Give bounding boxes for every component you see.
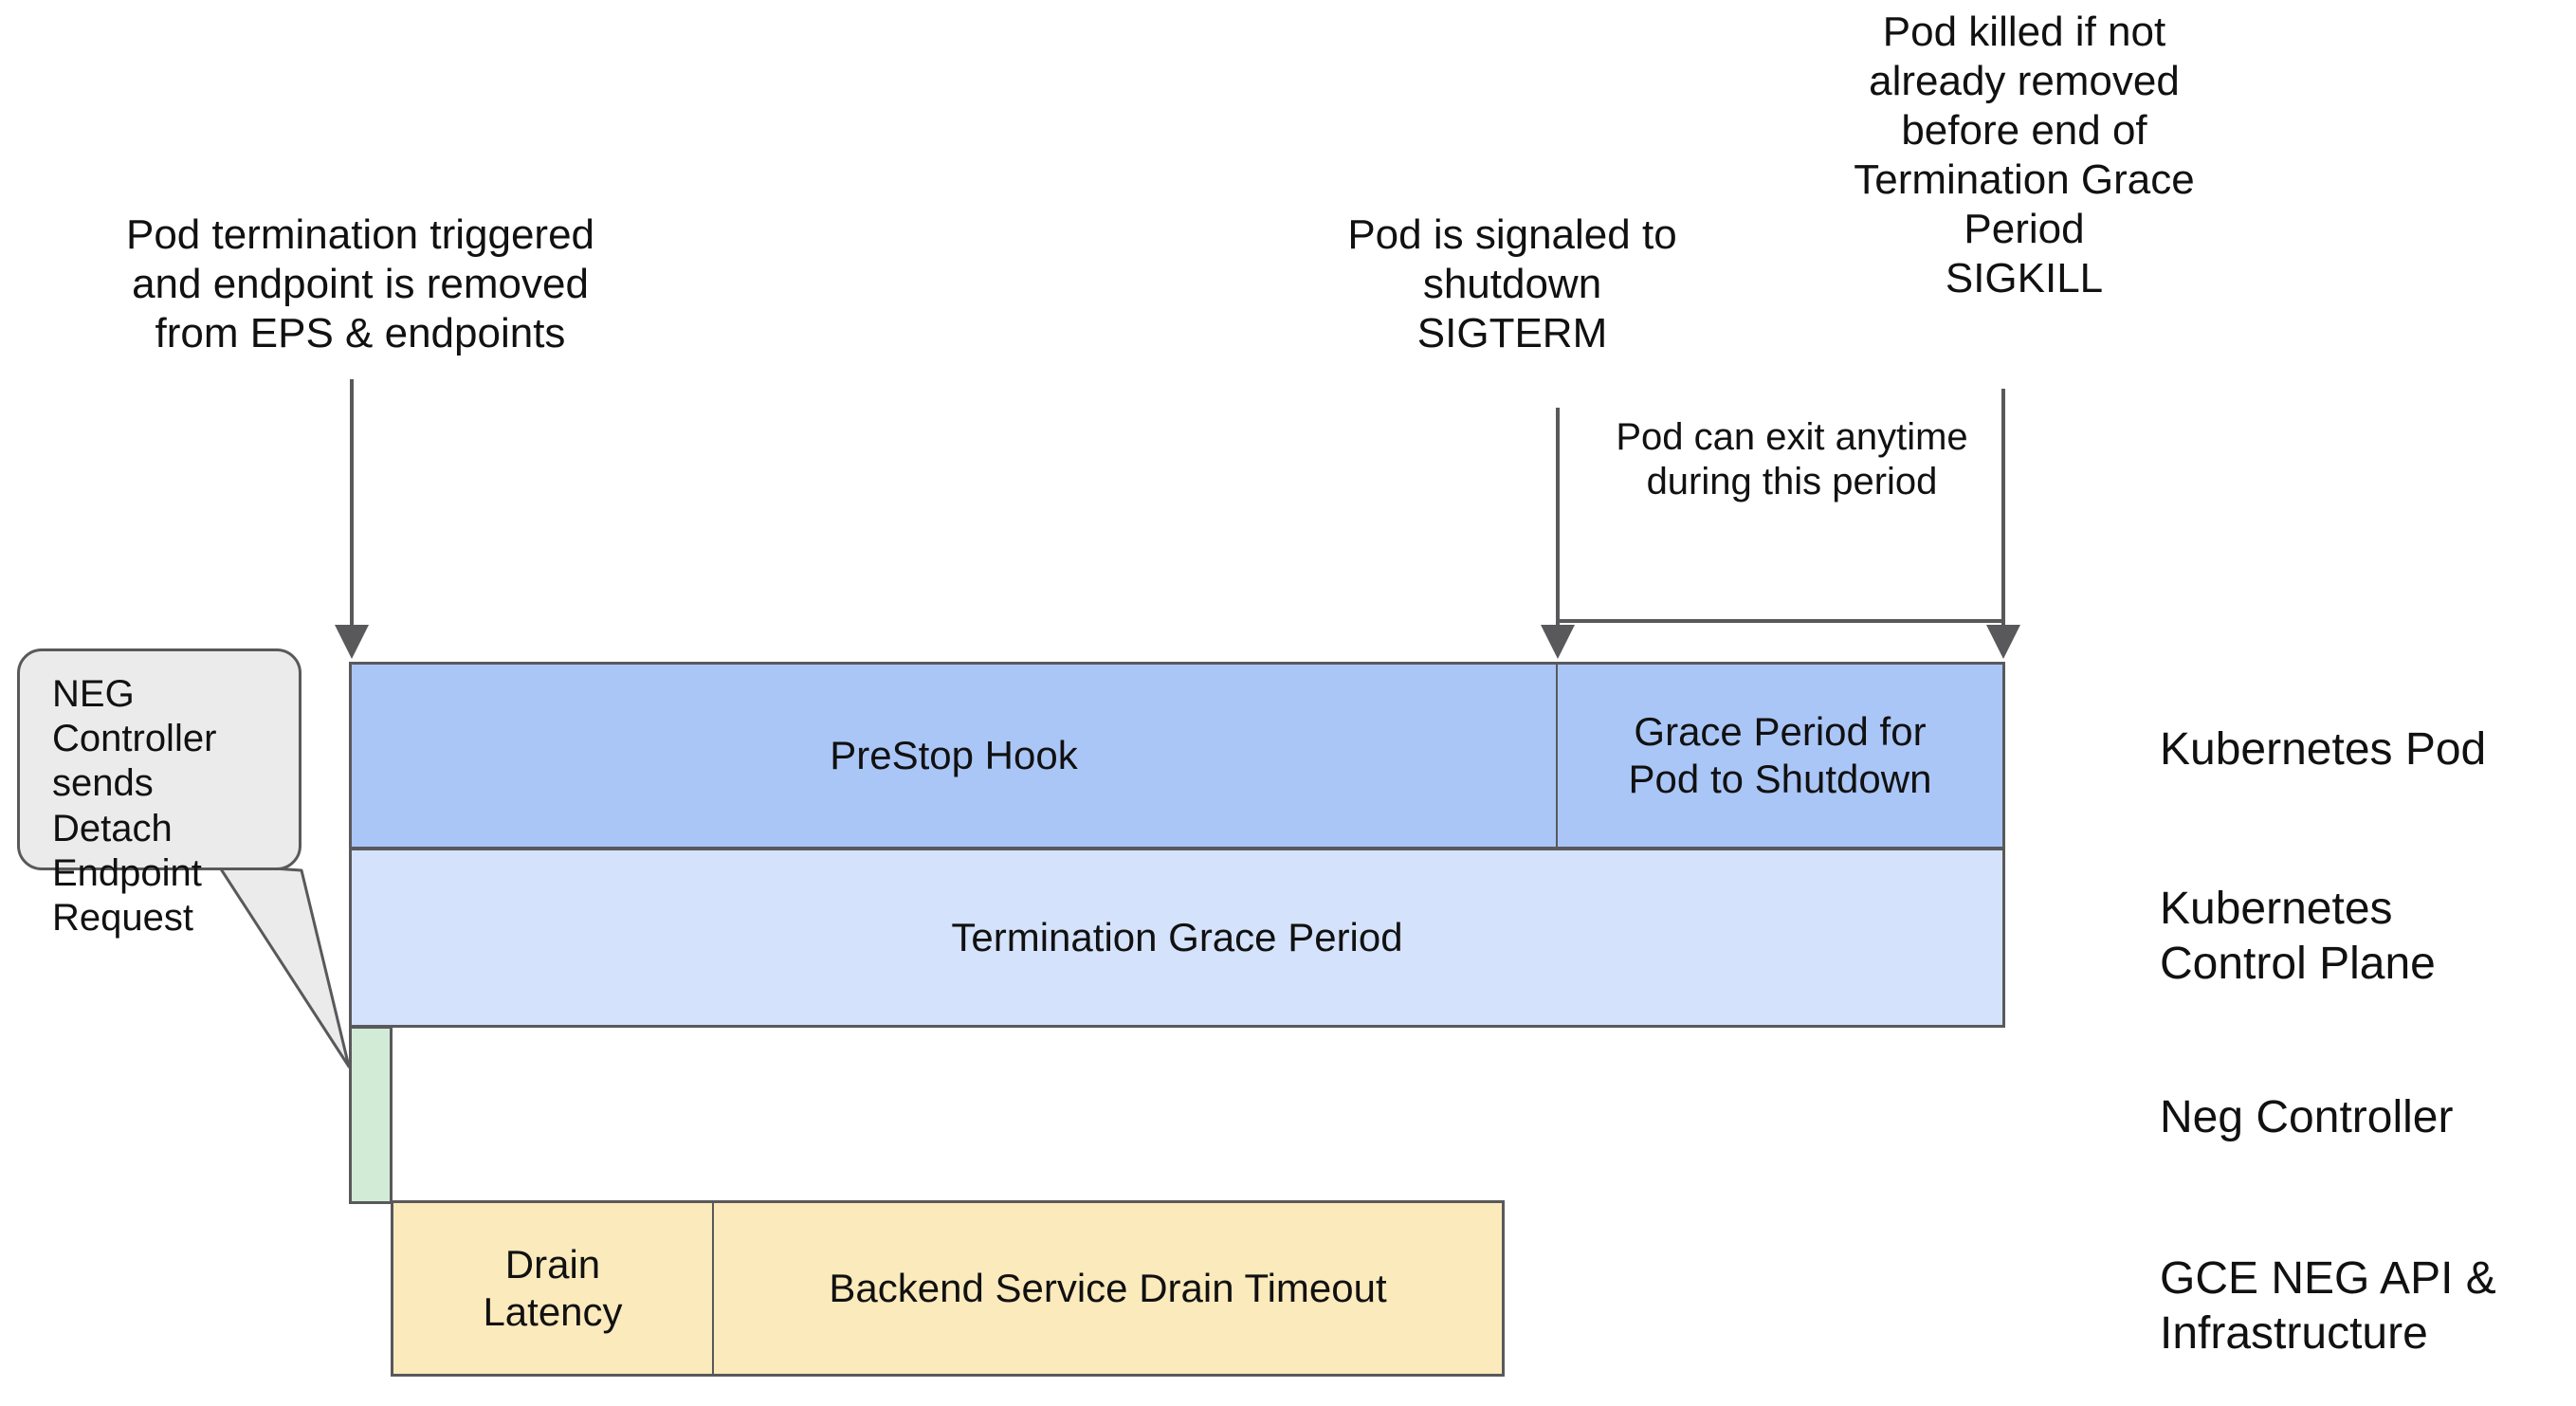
bar-neg-controller-detach [349, 1026, 393, 1204]
callout-neg-controller-detach-endpoint-request: NEG Controller sends Detach Endpoint Req… [17, 648, 301, 939]
bar-prestop-hook: PreStop Hook [349, 662, 1558, 849]
lane-label-neg-controller: Neg Controller [2160, 1092, 2454, 1142]
bar-termination-grace-period: Termination Grace Period [349, 848, 2005, 1028]
lane-label-gce-neg-api-infrastructure: GCE NEG API & Infrastructure [2160, 1253, 2496, 1359]
bar-grace-period-for-pod-to-shutdown: Grace Period for Pod to Shutdown [1556, 662, 2005, 849]
annotation-pod-exit-period: Pod can exit anytime during this period [1616, 416, 1968, 503]
annotation-pod-termination: Pod termination triggered and endpoint i… [125, 211, 595, 356]
bar-backend-service-drain-timeout: Backend Service Drain Timeout [712, 1200, 1505, 1377]
annotation-sigterm: Pod is signaled to shutdown SIGTERM [1347, 211, 1677, 356]
lane-label-kubernetes-pod: Kubernetes Pod [2160, 724, 2487, 775]
lane-label-kubernetes-control-plane: Kubernetes Control Plane [2160, 884, 2436, 989]
callout-pointer-tail [216, 863, 351, 1068]
annotation-sigkill: Pod killed if not already removed before… [1854, 9, 2195, 301]
bar-drain-latency: Drain Latency [391, 1200, 714, 1377]
